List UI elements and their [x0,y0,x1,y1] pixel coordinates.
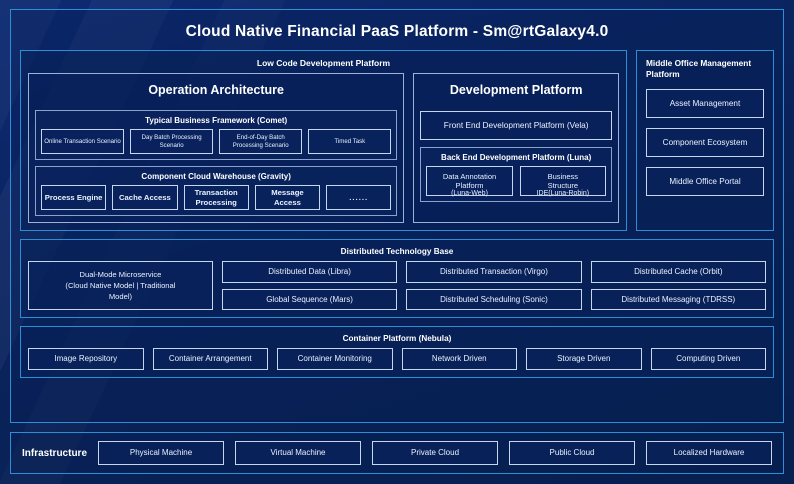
middle-office-item-asset-management[interactable]: Asset Management [646,89,764,119]
component-cloud-warehouse-row: Process Engine Cache Access Transaction … [41,185,392,210]
low-code-inner: Operation Architecture Typical Business … [28,73,619,223]
dtb-item-distributed-transaction-virgo[interactable]: Distributed Transaction (Virgo) [406,261,582,283]
component-cloud-warehouse-group: Component Cloud Warehouse (Gravity) Proc… [35,166,398,216]
dtb-item-distributed-scheduling-sonic[interactable]: Distributed Scheduling (Sonic) [406,288,582,310]
low-code-platform-header: Low Code Development Platform [256,58,391,68]
front-end-development-platform-vela[interactable]: Front End Development Platform (Vela) [420,111,612,140]
platform-frame: Cloud Native Financial PaaS Platform - S… [10,9,784,423]
tbf-item-day-batch-processing-scenario[interactable]: Day Batch Processing Scenario [130,129,214,154]
dtb-item-distributed-data-libra[interactable]: Distributed Data (Libra) [221,261,398,283]
data-annotation-line2: Platform [455,181,484,190]
operation-architecture-title: Operation Architecture [148,83,285,97]
dual-mode-line3: Model) [108,292,133,301]
ccw-item-cache-access[interactable]: Cache Access [112,185,178,210]
back-end-development-platform-header: Back End Development Platform (Luna) [441,153,592,162]
ccw-item-process-engine[interactable]: Process Engine [41,185,107,210]
infrastructure-item-localized-hardware[interactable]: Localized Hardware [646,441,773,465]
operation-architecture-box: Operation Architecture Typical Business … [28,73,405,223]
dtb-column-2: Distributed Transaction (Virgo) Distribu… [406,261,582,310]
infrastructure-row: Physical Machine Virtual Machine Private… [98,441,773,465]
distributed-technology-base-body: Dual-Mode Microservice (Cloud Native Mod… [28,261,766,310]
tbf-item-online-transaction-scenario[interactable]: Online Transaction Scenario [41,129,125,154]
dual-mode-line1: Dual-Mode Microservice [79,270,162,279]
business-structure-line2: Structure [547,181,579,190]
middle-office-list: Asset Management Component Ecosystem Mid… [646,89,764,221]
middle-office-item-component-ecosystem[interactable]: Component Ecosystem [646,128,764,158]
container-item-computing-driven[interactable]: Computing Driven [650,348,766,370]
component-cloud-warehouse-header: Component Cloud Warehouse (Gravity) [141,172,291,181]
container-item-container-arrangement[interactable]: Container Arrangement [152,348,268,370]
low-code-development-platform-panel: Low Code Development Platform Operation … [20,50,627,231]
data-annotation-line1: Data Annotation [442,171,497,181]
dual-mode-line2: (Cloud Native Model | Traditional [65,281,176,290]
operation-architecture-section: Operation Architecture Typical Business … [28,73,405,223]
infrastructure-item-physical-machine[interactable]: Physical Machine [98,441,225,465]
distributed-technology-base-panel: Distributed Technology Base Dual-Mode Mi… [20,239,774,318]
typical-business-framework-header: Typical Business Framework (Comet) [145,116,288,125]
middle-office-management-platform-panel: Middle Office Management Platform Asset … [636,50,774,231]
middle-office-item-middle-office-portal[interactable]: Middle Office Portal [646,167,764,197]
ccw-item-message-access[interactable]: Message Access [254,185,321,210]
development-platform-title: Development Platform [449,83,583,97]
back-end-item-business-structure-ide[interactable]: Business Structure IDE(Luna-Robin) [519,166,606,198]
dtb-item-distributed-cache-orbit[interactable]: Distributed Cache (Orbit) [590,261,766,283]
development-platform-section: Development Platform Front End Developme… [413,73,619,223]
container-item-storage-driven[interactable]: Storage Driven [526,348,642,370]
back-end-item-data-annotation-platform[interactable]: Data Annotation Platform (Luna-Web) [426,166,513,198]
business-structure-line3: IDE(Luna-Robin) [536,190,590,198]
dtb-item-distributed-messaging-tdrss[interactable]: Distributed Messaging (TDRSS) [590,288,766,310]
container-platform-row: Image Repository Container Arrangement C… [28,348,766,370]
back-end-development-platform-group: Back End Development Platform (Luna) Dat… [420,147,612,202]
ccw-item-transaction-processing[interactable]: Transaction Processing [183,185,249,210]
page-title: Cloud Native Financial PaaS Platform - S… [185,23,609,40]
data-annotation-line3: (Luna-Web) [451,190,488,198]
dtb-item-global-sequence-mars[interactable]: Global Sequence (Mars) [221,288,398,310]
distributed-technology-base-header: Distributed Technology Base [340,247,454,256]
typical-business-framework-row: Online Transaction Scenario Day Batch Pr… [41,129,392,154]
dtb-column-3: Distributed Cache (Orbit) Distributed Me… [590,261,766,310]
infrastructure-label: Infrastructure [22,447,88,459]
top-row: Low Code Development Platform Operation … [20,50,774,231]
business-structure-line1: Business [547,171,579,181]
container-item-network-driven[interactable]: Network Driven [401,348,517,370]
typical-business-framework-group: Typical Business Framework (Comet) Onlin… [35,110,398,160]
dtb-column-1: Distributed Data (Libra) Global Sequence… [221,261,398,310]
container-item-container-monitoring[interactable]: Container Monitoring [277,348,393,370]
dtb-item-dual-mode-microservice[interactable]: Dual-Mode Microservice (Cloud Native Mod… [28,261,213,310]
infrastructure-item-virtual-machine[interactable]: Virtual Machine [235,441,362,465]
container-item-image-repository[interactable]: Image Repository [28,348,144,370]
tbf-item-end-of-day-batch-processing-scenario[interactable]: End-of-Day Batch Processing Scenario [219,129,303,154]
ccw-item-more-ellipsis[interactable]: ...... [326,185,392,210]
container-platform-header: Container Platform (Nebula) [342,334,452,343]
development-platform-box: Development Platform Front End Developme… [413,73,619,223]
back-end-items-row: Data Annotation Platform (Luna-Web) Busi… [426,166,606,198]
middle-office-header: Middle Office Management Platform [646,58,752,80]
tbf-item-timed-task[interactable]: Timed Task [308,129,392,154]
infrastructure-item-private-cloud[interactable]: Private Cloud [372,441,499,465]
infrastructure-panel: Infrastructure Physical Machine Virtual … [10,432,784,474]
infrastructure-item-public-cloud[interactable]: Public Cloud [509,441,636,465]
container-platform-panel: Container Platform (Nebula) Image Reposi… [20,326,774,378]
